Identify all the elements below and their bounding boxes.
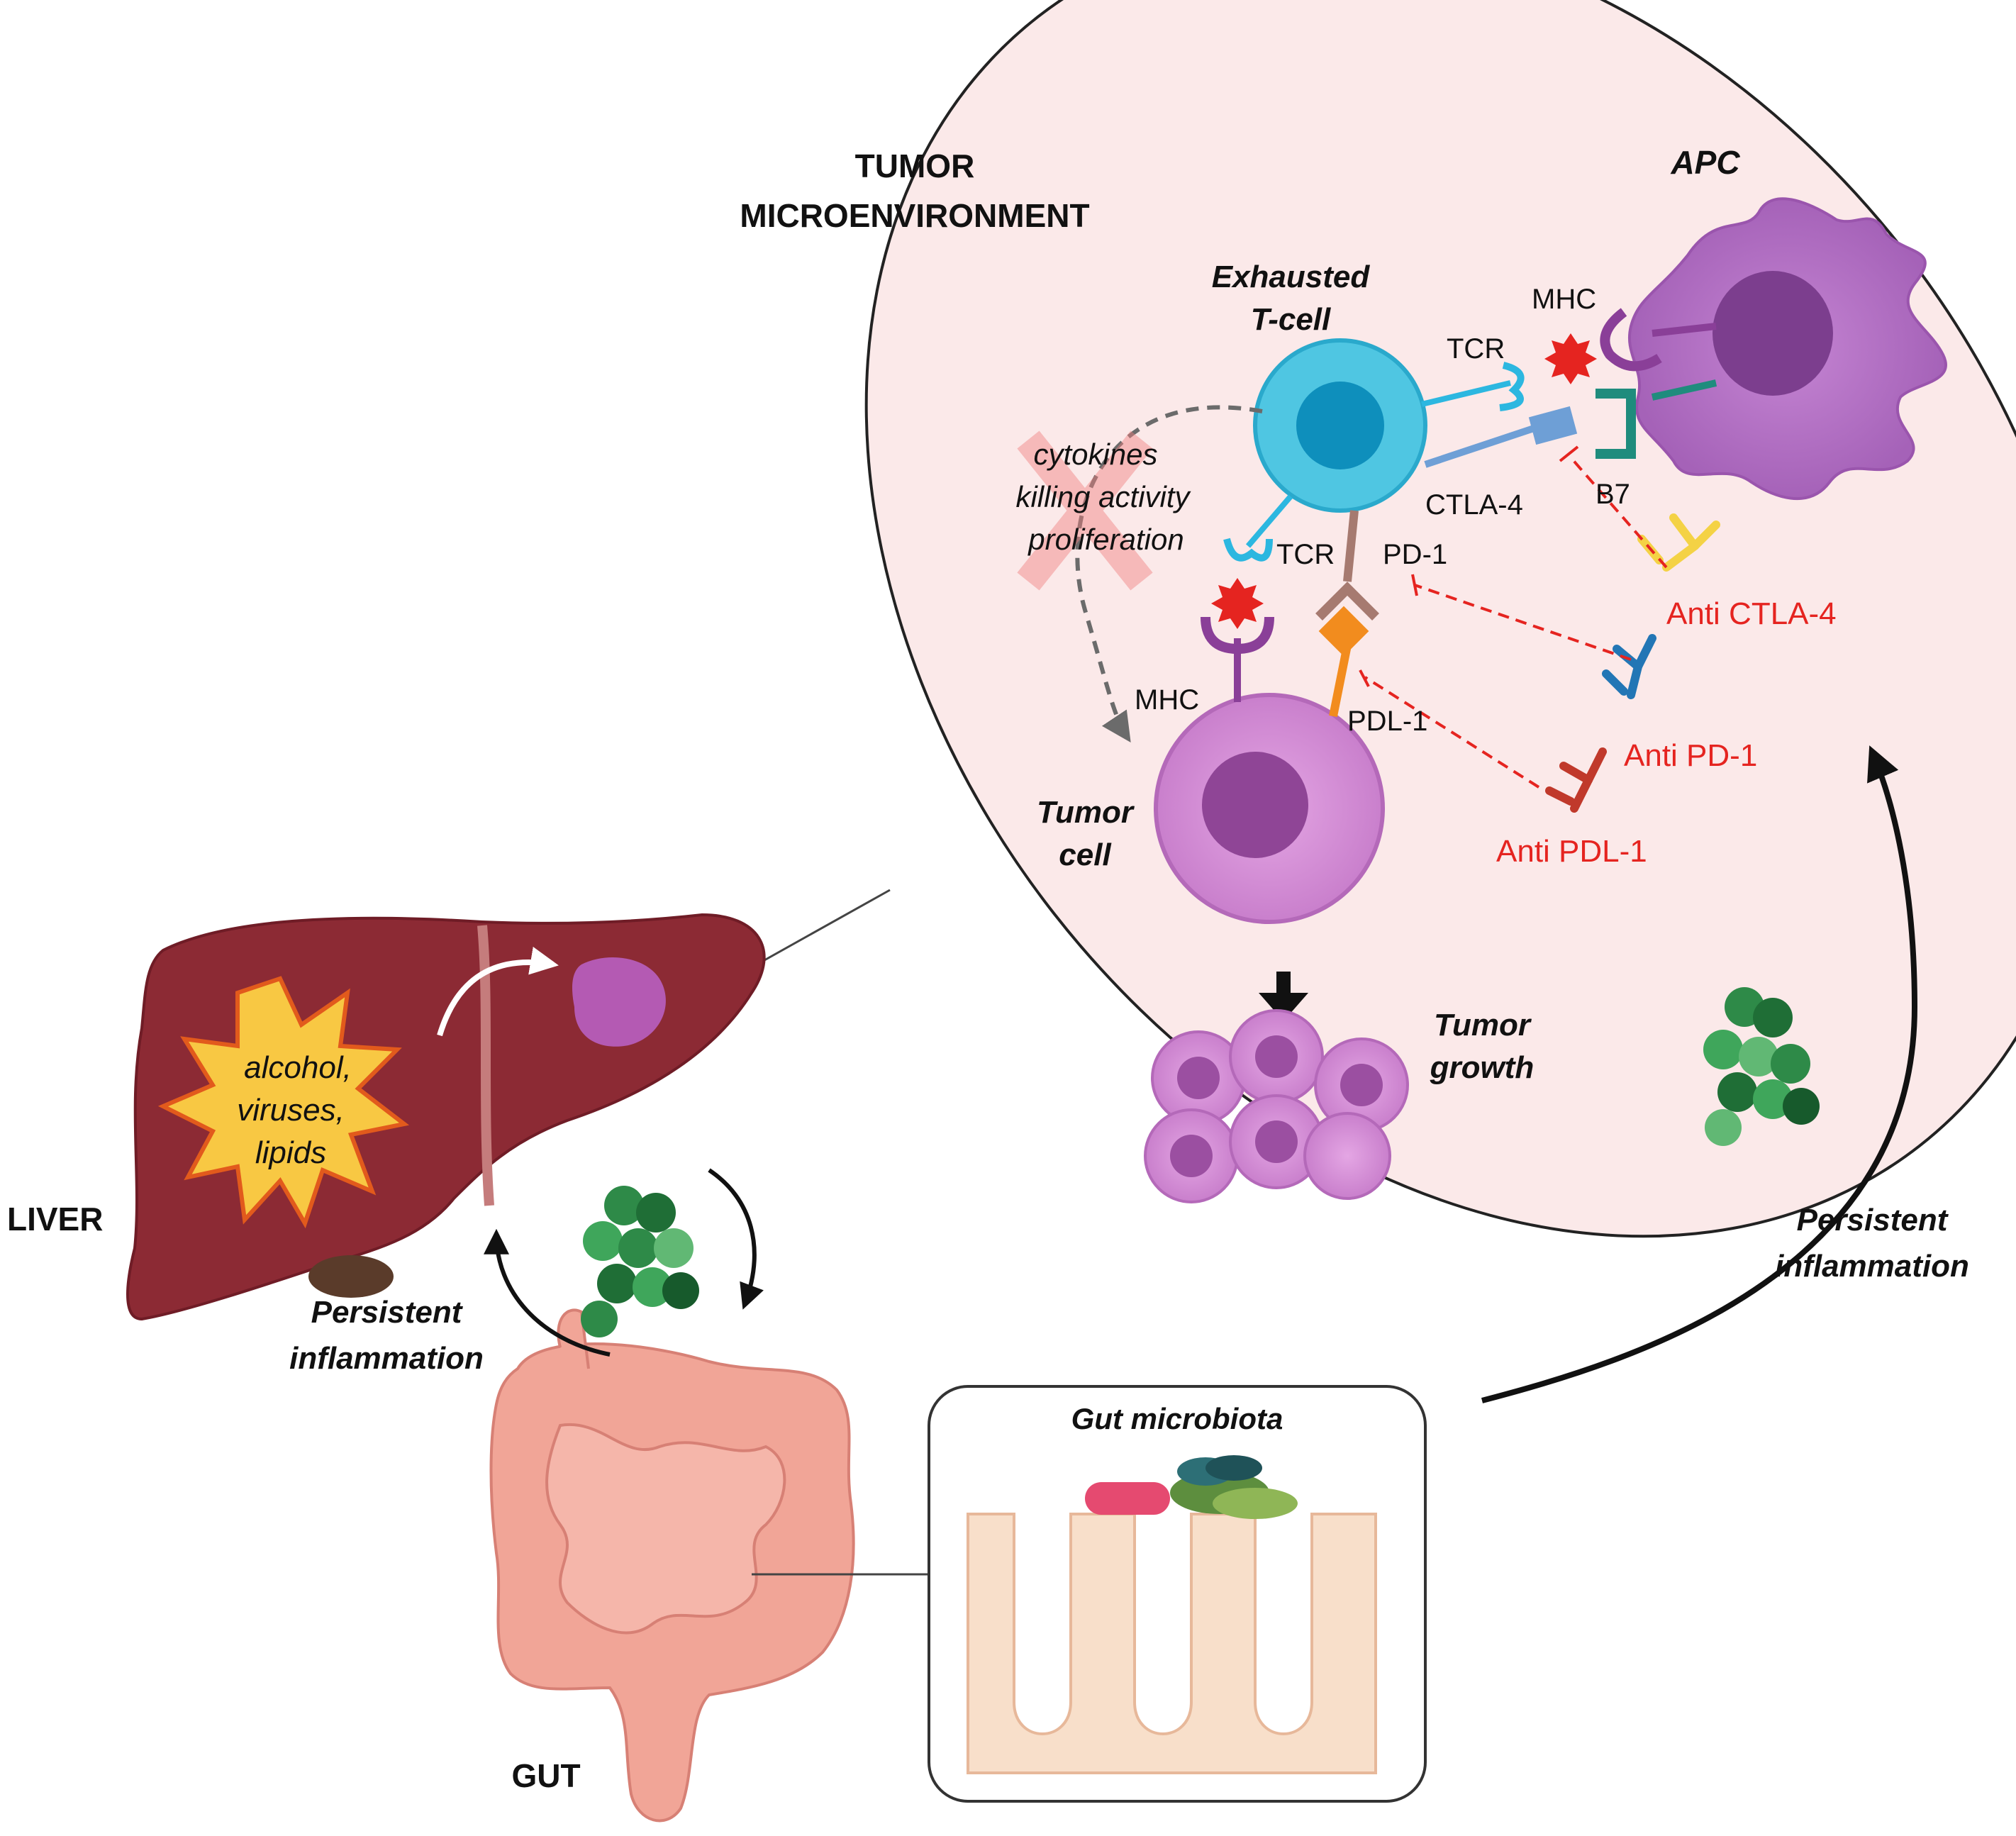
pd1-receptor <box>1315 510 1379 621</box>
mhc-top-receptor <box>1600 308 1717 372</box>
intestinal-villi <box>967 1513 1377 1774</box>
antigen-bottom <box>1211 578 1264 629</box>
gut-microbiota-label: Gut microbiota <box>1071 1402 1283 1435</box>
inhibition-cross <box>1017 430 1153 591</box>
liver-to-gut-arrow <box>708 1168 764 1310</box>
microbe-cluster-left <box>581 1186 699 1337</box>
apc-cell <box>1628 197 1947 501</box>
gut <box>489 1308 855 1823</box>
antigen-top <box>1544 333 1597 384</box>
tumor-cell-label-line1: Tumor <box>1037 795 1135 830</box>
persistent-right-label: Persistent <box>1797 1203 1949 1237</box>
tme-title-line1: TUMOR <box>855 148 975 184</box>
tme-title-line2: MICROENVIRONMENT <box>740 197 1089 234</box>
liver-white-arrow <box>437 947 559 1037</box>
killing-activity-label: killing activity <box>1015 480 1191 513</box>
pdl1-label: PDL-1 <box>1347 706 1427 737</box>
persistent-left-label: Persistent <box>311 1295 464 1330</box>
pd1-label: PD-1 <box>1383 539 1447 570</box>
inflammation-left-label: inflammation <box>289 1341 484 1376</box>
apc-label: APC <box>1670 144 1740 181</box>
mhc-bottom-receptor <box>1201 616 1274 702</box>
inflammation-right-label: inflammation <box>1775 1249 1969 1284</box>
mhc-top-label: MHC <box>1532 284 1596 315</box>
tumor-growth-arrow <box>1259 972 1308 1021</box>
b7-label: B7 <box>1595 479 1630 510</box>
tcr-top-receptor <box>1421 362 1525 411</box>
anti-pd1-label: Anti PD-1 <box>1624 738 1757 773</box>
mhc-bottom-label: MHC <box>1135 684 1199 716</box>
gut-microbiota-box <box>928 1385 1427 1803</box>
lipids-label: lipids <box>255 1135 326 1170</box>
tcr-top-label: TCR <box>1447 333 1505 365</box>
liver-label: LIVER <box>7 1201 103 1237</box>
cytokines-label: cytokines <box>1033 438 1157 471</box>
tumor-growth-label-line2: growth <box>1430 1050 1535 1085</box>
pdl1-receptor <box>1318 606 1369 718</box>
proliferation-label: proliferation <box>1027 523 1184 556</box>
ctla4-receptor <box>1424 406 1578 468</box>
gut-bacteria <box>1085 1455 1298 1519</box>
tcell-label: T-cell <box>1251 302 1331 337</box>
gut-to-tme-arrow <box>1481 745 1918 1403</box>
alcohol-label: alcohol, <box>244 1050 352 1085</box>
inhibition-ticks <box>1359 445 1579 687</box>
viruses-label: viruses, <box>237 1093 345 1128</box>
gut-label: GUT <box>511 1757 580 1794</box>
anti-pdl1-label: Anti PDL-1 <box>1496 834 1647 869</box>
ctla4-label: CTLA-4 <box>1425 489 1523 521</box>
tumor-growth-cluster <box>1144 1009 1409 1203</box>
microbe-cluster-right <box>1703 987 1820 1146</box>
tumor-growth-label-line1: Tumor <box>1434 1008 1532 1042</box>
tumor-cell <box>1154 693 1385 924</box>
gut-to-liver-arrow <box>484 1228 611 1357</box>
tcr-bottom-label: TCR <box>1276 539 1335 570</box>
inhibition-lines <box>1364 456 1668 789</box>
risk-factor-starburst <box>157 976 410 1229</box>
anti-pdl1-antibody <box>1545 747 1607 813</box>
b7-receptor <box>1595 379 1717 459</box>
liver-tumor <box>572 957 666 1047</box>
tcr-bottom-receptor <box>1223 494 1293 562</box>
inhibited-function-arrow <box>1075 405 1263 742</box>
tumor-cell-label-line2: cell <box>1059 838 1111 872</box>
anti-ctla4-label: Anti CTLA-4 <box>1666 596 1837 631</box>
exhausted-t-cell <box>1253 338 1427 513</box>
exhausted-label: Exhausted <box>1212 260 1371 294</box>
